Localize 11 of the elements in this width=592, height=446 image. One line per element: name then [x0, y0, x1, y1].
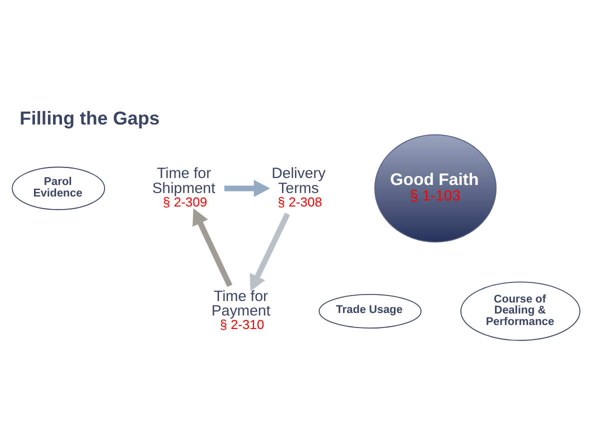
node-ellipse: Course of Dealing & Performance [460, 281, 580, 340]
node-ellipse: Parol Evidence [12, 166, 106, 210]
node-text: Delivery Terms § 2-308 [272, 164, 326, 209]
arrow [224, 179, 270, 196]
diagram-title: Filling the Gaps [20, 106, 160, 128]
arrow [192, 208, 232, 287]
node-ellipse: Good Faith § 1-103 [374, 134, 497, 242]
node-ellipse: Trade Usage [318, 293, 422, 328]
arrow [250, 212, 290, 291]
node-text: Time for Shipment § 2-309 [152, 164, 216, 209]
node-text: Time for Payment § 2-310 [211, 287, 270, 332]
